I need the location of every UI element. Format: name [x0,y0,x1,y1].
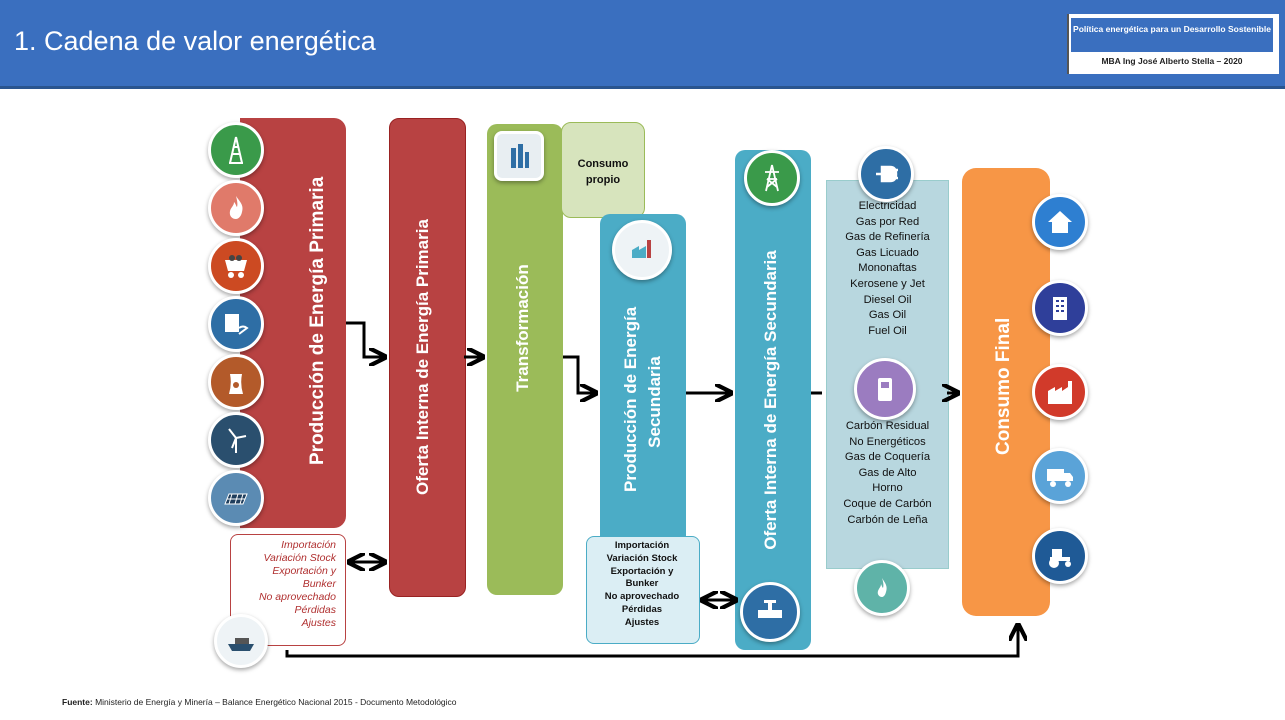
fuel-pump-icon [854,358,916,420]
center-line: Bunker [625,578,659,590]
secondary-energy-item: No Energéticos [849,435,926,448]
left-line: Exportación y [272,565,336,577]
secondary-energy-item: Horno [872,482,903,495]
gas-flame-icon [854,560,910,616]
nuclear-plant-icon [208,354,264,410]
source-text: Ministerio de Energía y Minería – Balanc… [95,697,457,707]
badge-title: Política energética para un Desarrollo S… [1071,18,1273,52]
center-line: Exportación y [610,565,674,577]
hydro-dam-icon [208,296,264,352]
left-line: No aprovechado [258,591,336,603]
secondary-energy-item: Gas Oil [868,309,907,322]
label-transformacion: Transformación [513,264,532,392]
label-oferta-secundaria: Oferta Interna de Energía Secundaria [761,250,780,550]
label-consumo-final: Consumo Final [993,317,1014,455]
center-line: Importación [614,540,670,551]
secondary-energy-item: Gas Licuado [856,246,919,259]
secondary-energy-item: Kerosene y Jet [850,277,925,290]
ship-icon [214,614,268,668]
secondary-energy-item: Electricidad [858,200,917,212]
center-line: Pérdidas [621,603,663,615]
secondary-energy-item: Carbón Residual [845,420,930,432]
left-line: Pérdidas [294,604,336,616]
center-line: Variación Stock [606,552,678,564]
wind-turbine-icon [208,412,264,468]
column-transformacion [487,124,563,595]
office-building-icon [1032,280,1088,336]
oil-rig-icon [208,122,264,178]
center-line: No aprovechado [604,591,680,603]
page-title: 1. Cadena de valor energética [14,26,376,56]
secondary-energy-item: Fuel Oil [868,324,907,337]
factory-icon [1032,364,1088,420]
secondary-energy-item: Gas de Coquería [844,451,931,464]
column-oferta-primaria [389,118,466,597]
consumo-propio-box [561,122,645,218]
secondary-energy-item: Carbón de Leña [847,513,928,526]
source-note: Fuente: Ministerio de Energía y Minería … [62,697,457,707]
secondary-energy-item: Coque de Carbón [843,497,932,510]
label-produccion-primaria: Producción de Energía Primaria [307,176,328,465]
left-line: Importación [281,539,336,551]
electricity-tower-icon [744,150,800,206]
consumo-propio-label: Consumo propio [577,158,629,186]
badge-author: MBA Ing José Alberto Stella – 2020 [1101,56,1243,66]
secondary-energy-item: Gas de Alto [858,466,917,479]
truck-icon [1032,448,1088,504]
pipeline-valve-icon [740,582,800,642]
label-produccion-secundaria-2: Secundaria [645,356,664,448]
house-icon [1032,194,1088,250]
secondary-energy-item: Gas por Red [855,215,920,228]
plug-icon [858,146,914,202]
left-line: Bunker [302,578,336,590]
label-produccion-secundaria-1: Producción de Energía [621,306,640,492]
tractor-icon [1032,528,1088,584]
source-label: Fuente: [62,697,93,707]
solar-panel-icon [208,470,264,526]
secondary-energy-item: Mononaftas [858,262,917,275]
left-adjustments-list: Importación Variación Stock Exportación … [232,539,336,630]
secondary-energy-item: Gas de Refinería [845,231,930,244]
left-line: Variación Stock [263,552,336,564]
center-line: Ajustes [624,616,660,628]
center-adjustments-list: Importación Variación Stock Exportación … [586,540,698,630]
flame-icon [208,180,264,236]
refinery-icon [494,131,544,181]
power-plant-icon [612,220,672,280]
column-oferta-secundaria [735,150,811,650]
secondary-energy-item: Diesel Oil [863,293,912,306]
label-oferta-primaria: Oferta Interna de Energía Primaria [413,219,432,495]
coal-cart-icon [208,238,264,294]
